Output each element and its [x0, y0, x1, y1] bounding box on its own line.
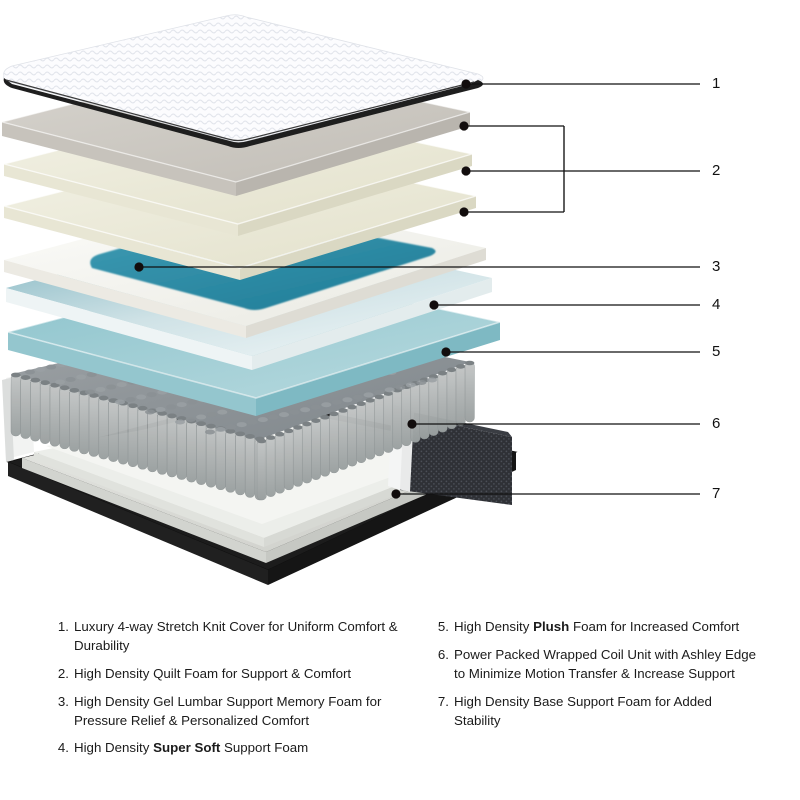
legend-item-number: 5. [437, 619, 449, 634]
callout-2: 2 [459, 121, 720, 217]
callout-7: 7 [391, 485, 720, 502]
coil-rows-right [256, 360, 475, 501]
legend-column-right: 5. High Density Plush Foam for Increased … [432, 618, 762, 739]
callout-4: 4 [429, 296, 720, 313]
legend-text-pre: High Density Gel Lumbar Support Memory F… [74, 693, 382, 728]
callout-dot [429, 300, 439, 310]
legend-item-4: 4. High Density Super Soft Support Foam [52, 739, 412, 758]
callout-dot [407, 419, 417, 429]
legend-item-text: Power Packed Wrapped Coil Unit with Ashl… [454, 647, 756, 681]
callout-dot [441, 347, 451, 357]
legend-text-emphasis: Plush [533, 619, 570, 634]
legend-item-7: 7. High Density Base Support Foam for Add… [432, 693, 762, 731]
callout-dot [459, 207, 469, 217]
legend-item-5: 5. High Density Plush Foam for Increased … [432, 618, 762, 637]
legend-item-text: Luxury 4-way Stretch Knit Cover for Unif… [74, 619, 398, 653]
legend-panel: 1. Luxury 4-way Stretch Knit Cover for Un… [0, 618, 800, 798]
callout-number-5: 5 [712, 343, 720, 360]
legend-item-text: High Density Gel Lumbar Support Memory F… [74, 694, 381, 728]
legend-text-pre: High Density Quilt Foam for Support & Co… [74, 665, 352, 681]
callout-dot [461, 79, 471, 89]
legend-item-number: 3. [57, 693, 69, 709]
legend-list-left: 1. Luxury 4-way Stretch Knit Cover for Un… [52, 618, 412, 758]
legend-list-right: 5. High Density Plush Foam for Increased … [432, 618, 762, 730]
callout-number-6: 6 [712, 415, 720, 432]
callout-dot [459, 121, 469, 131]
callout-3: 3 [134, 258, 720, 275]
callout-number-3: 3 [712, 258, 720, 275]
mattress-layers-graphic [1, 14, 518, 585]
callout-5: 5 [441, 343, 720, 360]
legend-item-1: 1. Luxury 4-way Stretch Knit Cover for Un… [52, 618, 412, 656]
exploded-mattress-diagram: 1 2 3 4 5 6 7 [1, 14, 720, 585]
legend-text-post: Foam for Increased Comfort [569, 619, 740, 634]
legend-text-post: Support Foam [220, 740, 309, 756]
legend-item-number: 1. [57, 619, 69, 634]
callout-overlay: 1 2 3 4 5 6 7 [134, 75, 720, 502]
callout-number-2: 2 [712, 162, 720, 179]
legend-item-2: 2. High Density Quilt Foam for Support & … [52, 665, 412, 684]
callout-number-4: 4 [712, 296, 720, 313]
callout-number-1: 1 [712, 75, 720, 92]
legend-item-text: High Density Plush Foam for Increased Co… [454, 619, 739, 634]
legend-item-number: 6. [437, 646, 449, 662]
legend-item-text: High Density Super Soft Support Foam [74, 740, 308, 755]
legend-item-number: 4. [57, 740, 69, 756]
legend-item-number: 7. [437, 693, 449, 709]
callout-dot [461, 166, 471, 176]
legend-text-emphasis: Super Soft [153, 740, 221, 756]
legend-text-pre: High Density Base Support Foam for Added… [454, 693, 712, 728]
legend-text-pre: High Density [454, 619, 534, 634]
callout-6: 6 [407, 415, 720, 432]
callout-number-7: 7 [712, 485, 720, 502]
legend-item-number: 2. [57, 665, 69, 681]
callout-dot [134, 262, 144, 272]
layer-stretch-knit-cover [3, 14, 484, 148]
legend-column-left: 1. Luxury 4-way Stretch Knit Cover for Un… [52, 618, 412, 767]
legend-text-pre: Luxury 4-way Stretch Knit Cover for Unif… [74, 619, 398, 653]
legend-text-pre: Power Packed Wrapped Coil Unit with Ashl… [454, 646, 757, 681]
callout-dot [391, 489, 401, 499]
legend-item-text: High Density Base Support Foam for Added… [454, 694, 712, 728]
legend-item-text: High Density Quilt Foam for Support & Co… [74, 666, 351, 681]
legend-item-6: 6. Power Packed Wrapped Coil Unit with As… [432, 646, 762, 684]
callout-1: 1 [461, 75, 720, 92]
legend-text-pre: High Density [74, 740, 154, 756]
legend-item-3: 3. High Density Gel Lumbar Support Memory… [52, 693, 412, 731]
